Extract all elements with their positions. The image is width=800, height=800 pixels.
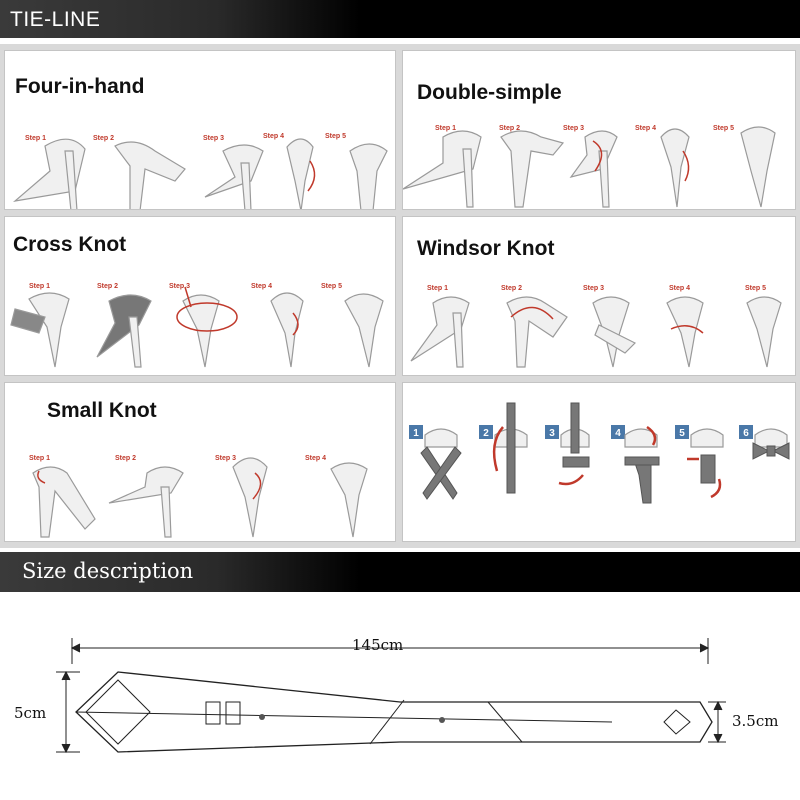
- step-label: Step 4: [251, 283, 273, 290]
- size-description-bar: Size description: [0, 552, 800, 592]
- wide-end-label: 5cm: [14, 704, 47, 722]
- panel-double-simple: Double-simple Step 1 Step 2 Step 3 Step …: [402, 50, 796, 210]
- step-label: Step 3: [169, 283, 191, 290]
- panel-small-knot: Small Knot Step 1 Step 2 Step 3 Step 4: [4, 382, 396, 542]
- panel-title: Small Knot: [47, 399, 157, 422]
- bow-tie-step-number: 2: [483, 428, 489, 439]
- size-description-title: Size description: [22, 559, 194, 583]
- length-label: 145cm: [352, 636, 404, 654]
- panel-cross-knot: Cross Knot Step 1 Step 2 Step 3 Step 4 S…: [4, 216, 396, 376]
- knot-guide-grid: Four-in-hand Step 1 Step 2 Step 3 Step 4…: [0, 44, 800, 548]
- step-label: Step 1: [435, 125, 457, 132]
- step-label: Step 4: [669, 285, 691, 292]
- panel-title: Double-simple: [417, 81, 562, 104]
- step-label: Step 1: [29, 283, 51, 290]
- knot-diagrams: [10, 286, 384, 368]
- step-label: Step 2: [97, 283, 119, 290]
- step-label: Step 4: [263, 133, 285, 140]
- bow-tie-step-number: 1: [413, 428, 419, 439]
- knot-diagrams: [410, 296, 782, 368]
- bow-tie-diagrams: 1 2 3 4 5 6: [409, 402, 790, 504]
- tie-outline: [56, 638, 726, 754]
- panel-windsor-knot: Windsor Knot Step 1 Step 2 Step 3 Step 4…: [402, 216, 796, 376]
- bow-tie-step-number: 3: [549, 428, 555, 439]
- step-label: Step 2: [93, 135, 115, 142]
- step-label: Step 3: [583, 285, 605, 292]
- step-label: Step 4: [635, 125, 657, 132]
- step-label: Step 5: [745, 285, 767, 292]
- step-label: Step 2: [499, 125, 521, 132]
- step-label: Step 2: [115, 455, 137, 462]
- bow-tie-step-number: 6: [743, 428, 749, 439]
- tie-dimension-diagram: 145cm 5cm 3.5cm: [0, 600, 800, 800]
- knot-diagrams: [403, 126, 776, 208]
- panel-title: Cross Knot: [13, 233, 127, 256]
- step-label: Step 1: [25, 135, 47, 142]
- panel-title: Four-in-hand: [15, 75, 145, 98]
- step-label: Step 4: [305, 455, 327, 462]
- bow-tie-step-number: 5: [679, 428, 685, 439]
- step-label: Step 3: [203, 135, 225, 142]
- knot-diagrams: [32, 457, 368, 538]
- step-label: Step 1: [29, 455, 51, 462]
- step-label: Step 3: [563, 125, 585, 132]
- knot-diagrams: [12, 138, 388, 209]
- panel-title: Windsor Knot: [417, 237, 555, 260]
- step-label: Step 2: [501, 285, 523, 292]
- header-bar: TIE-LINE: [0, 0, 800, 38]
- step-label: Step 1: [427, 285, 449, 292]
- narrow-end-label: 3.5cm: [732, 712, 779, 730]
- header-gradient: [0, 0, 360, 38]
- step-label: Step 5: [713, 125, 735, 132]
- step-label: Step 3: [215, 455, 237, 462]
- bow-tie-step-number: 4: [615, 428, 621, 439]
- step-label: Step 5: [321, 283, 343, 290]
- header-title: TIE-LINE: [10, 8, 101, 31]
- size-header-gradient: [0, 552, 360, 592]
- step-label: Step 5: [325, 133, 347, 140]
- panel-four-in-hand: Four-in-hand Step 1 Step 2 Step 3 Step 4…: [4, 50, 396, 210]
- panel-bow-tie-steps: 1 2 3 4 5 6: [402, 382, 796, 542]
